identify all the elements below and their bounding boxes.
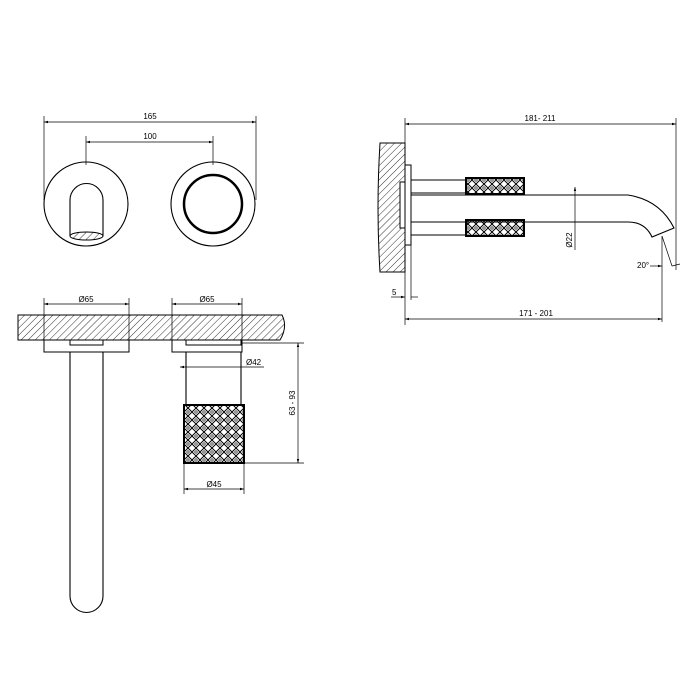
plan-view: Ø65 Ø65 Ø42 63 - 93 Ø45 [17,295,304,614]
spout-front [69,182,104,236]
knurled-handle-side [465,177,525,195]
dimension-outlet-projection: 171 - 201 [519,309,553,318]
side-view: 181- 211 Ø22 20° 5 171 - 201 [377,114,681,325]
spout-side [411,194,675,238]
dimension-handle-stem: Ø42 [246,358,262,367]
wall-section [17,314,286,341]
side-flange [404,164,412,246]
dimension-flange-thickness: 5 [392,288,397,297]
handle-rosette [170,161,256,247]
spout-rosette [43,161,129,247]
dimension-spout-flange: Ø65 [78,295,94,304]
dimension-overall-projection: 181- 211 [525,114,557,123]
wall-side-section [377,142,406,273]
dimension-handle-flange: Ø65 [199,295,215,304]
dimension-overall-width: 165 [143,112,157,121]
knurled-handle [183,404,245,464]
spout-outlet [69,231,104,241]
dimension-handle-projection: 63 - 93 [288,390,297,415]
dimension-outlet-angle: 20° [637,261,649,270]
dimension-center-distance: 100 [143,132,157,141]
dimension-spout-diameter: Ø22 [565,232,574,248]
spout-plan [69,352,104,614]
front-view: 165 100 [43,112,257,247]
knurled-handle-side-lower [465,219,525,237]
handle-front [182,173,244,235]
dimension-handle-diameter: Ø45 [206,480,222,489]
